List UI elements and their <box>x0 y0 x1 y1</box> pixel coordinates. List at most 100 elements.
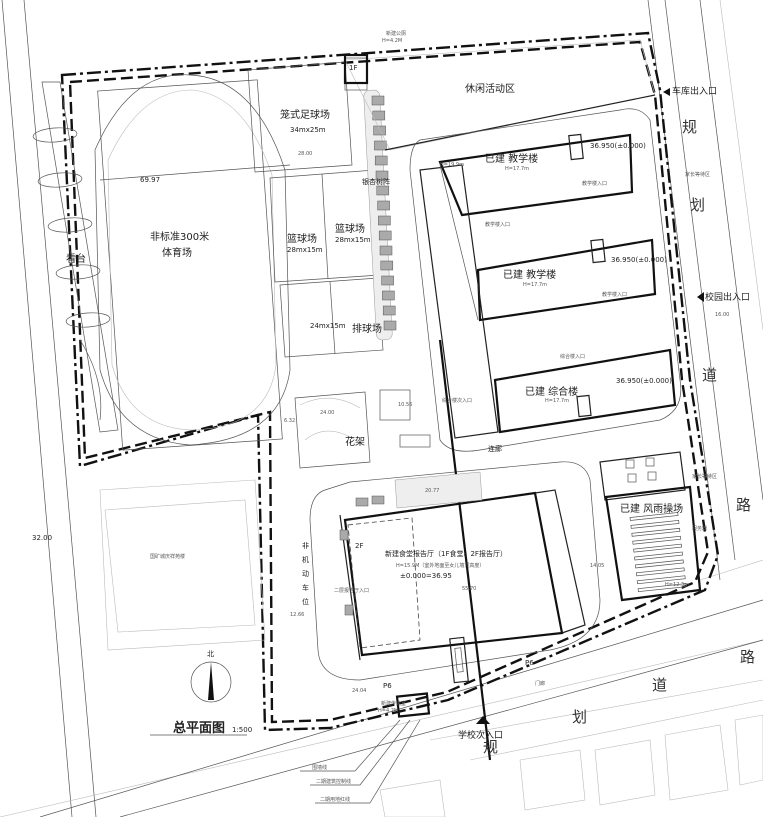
complex-elev: 36.950(±0.000) <box>616 377 672 385</box>
ginkgo-tree <box>380 260 394 271</box>
ginkgo-tree <box>374 155 388 166</box>
corridor-label: 连廊 <box>488 444 502 453</box>
basketball-1-size: 28mx15m <box>287 246 323 254</box>
gym-bar <box>629 512 679 521</box>
north-arrow-icon <box>190 661 232 703</box>
legend-red-line: 二期用地红线 <box>320 796 350 803</box>
teaching-1-side-height: H=19.9m <box>440 162 464 168</box>
ginkgo-tree <box>382 290 395 301</box>
garage-entrance-label: 车库出入口 <box>672 85 717 97</box>
south-residential <box>379 714 763 817</box>
volleyball-size: 24mx15m <box>310 322 346 330</box>
track-dim: 69.97 <box>140 176 160 184</box>
complex-label: 已建 综合楼 <box>525 385 578 398</box>
legend-wall: 围墙线 <box>312 764 327 771</box>
leisure-label: 休闲活动区 <box>465 82 515 95</box>
ginkgo-row <box>363 89 397 341</box>
waiting-label-2: 家长等待区 <box>692 473 717 480</box>
teaching-2-elev: 36.950(±0.000) <box>611 256 667 264</box>
dim-label: 14.05 <box>590 563 604 569</box>
road-south-2: 划 <box>572 708 587 726</box>
ginkgo-tree <box>379 245 393 256</box>
neighbor-label: 国矿城庆祥苑楼 <box>150 553 185 560</box>
guard-house <box>395 692 431 718</box>
bike-parking-char: 动 <box>302 569 309 578</box>
drawing-title: 总平面图 <box>173 720 225 736</box>
gym-bar <box>634 551 683 561</box>
road-east-4: 路 <box>736 496 751 514</box>
ginkgo-label: 银杏树阵 <box>362 177 390 186</box>
teaching-1-label: 已建 教学楼 <box>485 152 538 165</box>
gym-bar <box>635 567 685 577</box>
stands-label: 看台 <box>66 252 86 265</box>
secondary-entrance-label: 学校次入口 <box>458 729 503 741</box>
service-label: 服务器 <box>692 525 707 532</box>
gym-bar <box>636 575 686 585</box>
soccer-label: 笼式足球场 <box>280 108 330 121</box>
road-east-width: 16.00 <box>715 312 729 318</box>
teaching-1-entrance: 教学楼入口 <box>582 180 607 187</box>
track-field <box>94 74 291 451</box>
volleyball-label: 排球场 <box>352 322 382 335</box>
campus-entrance-label: 校园出入口 <box>705 291 750 303</box>
drawing-scale: 1:500 <box>232 726 252 734</box>
secondary-entrance-arrow-icon <box>476 716 490 724</box>
road-east-3: 道 <box>702 366 717 384</box>
canteen-label: 新建食堂报告厅（1F食堂、2F报告厅） <box>385 549 507 558</box>
guard-height: H=4.2M <box>378 708 398 714</box>
gym-bar <box>637 583 687 593</box>
north-label: 北 <box>207 650 214 658</box>
complex-entrance: 综合楼入口 <box>560 353 585 360</box>
dim-label: 12.66 <box>290 612 304 618</box>
toilet-floor: 1F <box>349 64 357 72</box>
teaching-2-label: 已建 教学楼 <box>503 268 556 281</box>
guard-label: 新建传达室 <box>381 700 406 707</box>
bike-parking-label: 非机动车位 <box>302 541 309 606</box>
canteen-elev: ±0.000=36.95 <box>400 572 452 580</box>
ginkgo-tree <box>375 170 389 181</box>
leisure-area <box>344 39 656 151</box>
ginkgo-tree <box>376 185 390 196</box>
road-west-width: 32.00 <box>32 534 52 542</box>
complex-height: H=17.7m <box>545 398 569 404</box>
canteen-height: H=15.9M（室外地面至女儿墙顶高度） <box>396 562 484 569</box>
parking-p6-1: P6 <box>383 682 392 690</box>
canteen-floors: 2F <box>355 542 363 550</box>
road-south-4: 路 <box>740 648 755 666</box>
road-east-1: 规 <box>682 118 697 136</box>
track-label: 非标准300米 <box>150 230 209 243</box>
garden-dim: 24.00 <box>320 410 334 416</box>
soccer-size: 34mx25m <box>290 126 326 134</box>
gym-bar <box>631 527 681 537</box>
dim-label: 10.56 <box>398 402 412 408</box>
gym-bar <box>632 535 682 545</box>
bike-parking-char: 非 <box>302 541 309 550</box>
basketball-1-label: 篮球场 <box>287 232 317 245</box>
waiting-label: 家长等待区 <box>685 171 710 178</box>
dim-label: 20.77 <box>425 488 439 494</box>
complex-side-entrance: 综合楼次入口 <box>442 397 472 404</box>
stands <box>32 81 119 433</box>
dim-label: 6.32 <box>284 418 295 424</box>
teaching-1-elev: 36.950(±0.000) <box>590 142 646 150</box>
legend-build-line: 二期建筑控制线 <box>316 778 351 785</box>
toilet-label: 新建公厕 <box>386 30 406 37</box>
gym-bar <box>630 520 680 529</box>
toilet-height: H=4.2M <box>382 38 402 44</box>
campus-entrance-arrow-icon <box>697 292 704 302</box>
canteen-building <box>309 339 601 761</box>
road-south-3: 道 <box>652 676 667 694</box>
rain-field-height: H=12.3m <box>665 582 689 588</box>
rain-field-label: 已建 风雨操场 <box>620 502 683 515</box>
bike-parking-char: 车 <box>302 583 309 592</box>
basketball-2-label: 篮球场 <box>335 222 365 235</box>
teaching-2-entrance: 教学楼入口 <box>602 291 627 298</box>
top-toilet <box>343 53 369 85</box>
canteen-dim-l: 55.70 <box>462 586 476 592</box>
garden-label: 花架 <box>345 435 365 448</box>
teaching-2-height: H=17.7m <box>523 282 547 288</box>
road-east-2: 划 <box>690 196 705 214</box>
soccer-dim-w: 28.00 <box>298 151 312 157</box>
gate-label: 门廊 <box>535 680 545 687</box>
